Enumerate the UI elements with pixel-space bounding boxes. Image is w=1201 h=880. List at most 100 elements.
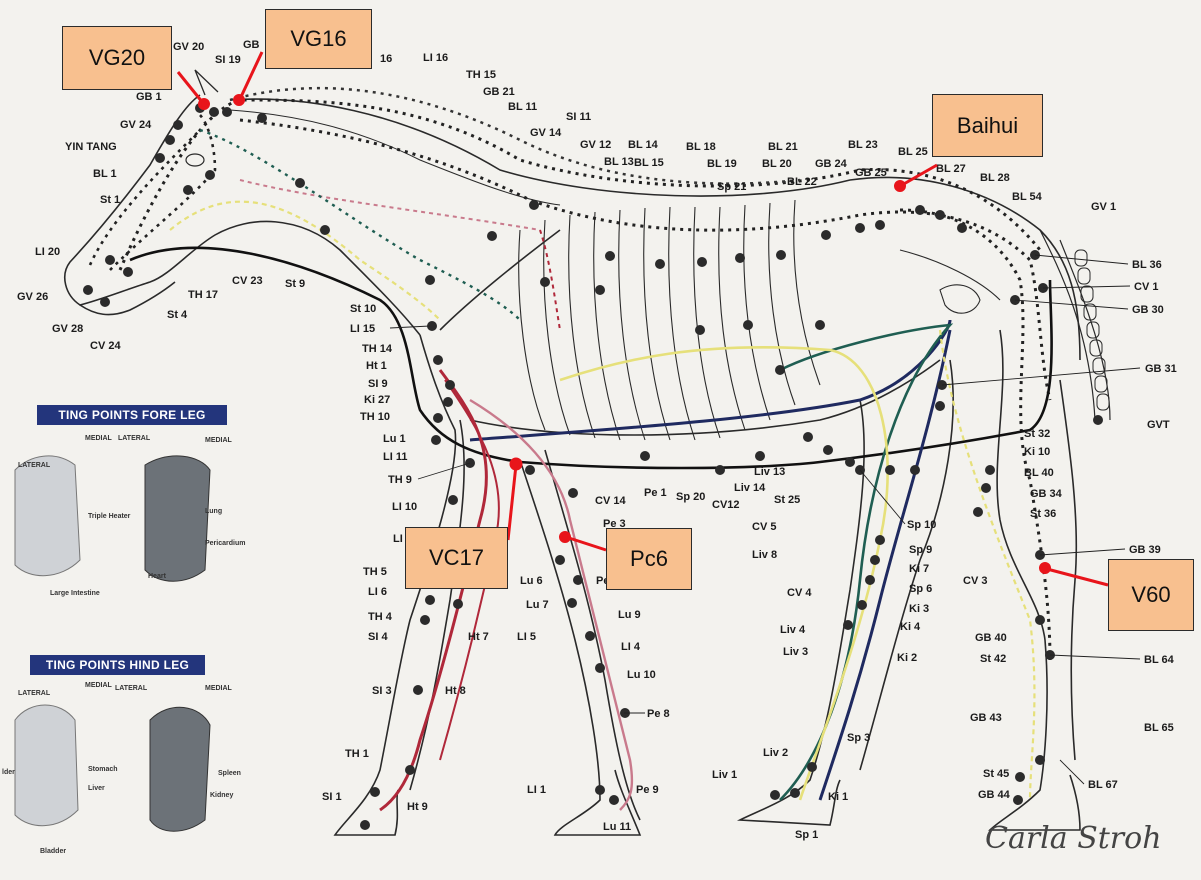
label-sp21: Sp 21 [717,181,746,193]
label-bl22: BL 22 [787,176,817,188]
callout-v60: V60 [1108,559,1194,631]
label-gb43: GB 43 [970,712,1002,724]
label-gv14: GV 14 [530,127,562,139]
label-ht7: Ht 7 [468,631,489,643]
label-si11: SI 11 [566,111,591,123]
label-pe8: Pe 8 [647,708,670,720]
fore-triple-heater-label: Triple Heater [88,513,131,520]
label-liv2: Liv 2 [763,747,788,759]
label-si1: SI 1 [322,791,342,803]
label-th10: TH 10 [360,411,390,423]
label-gb44: GB 44 [978,789,1011,801]
ting-fore-title: TING POINTS FORE LEG [37,405,227,425]
label-ht9: Ht 9 [407,801,428,813]
label-bl54: BL 54 [1012,191,1043,203]
label-sp1: Sp 1 [795,829,818,841]
label-gb39: GB 39 [1129,544,1161,556]
label-ht1: Ht 1 [366,360,387,372]
hind-stomach-label: Stomach [88,766,118,773]
callout-vc17: VC17 [405,527,508,589]
label-ki27: Ki 27 [364,394,390,406]
label-li6: LI 6 [368,586,387,598]
label-st32: St 32 [1024,428,1050,440]
label-gvt: GVT [1147,419,1170,431]
label-sp9: Sp 9 [909,544,932,556]
label-sp20: Sp 20 [676,491,705,503]
label-li5: LI 5 [517,631,536,643]
label-cv14: CV 14 [595,495,626,507]
label-bl65: BL 65 [1144,722,1174,734]
hind-medial-left-label: MEDIAL [85,682,113,689]
label-16: 16 [380,53,392,65]
label-bl40: BL 40 [1024,467,1054,479]
callout-vg16: VG16 [265,9,372,69]
fore-medial-right-label: MEDIAL [205,437,233,444]
label-cv23: CV 23 [232,275,263,287]
label-yintang: YIN TANG [65,141,117,153]
label-gb25: GB 25 [855,167,887,179]
label-ki1: Ki 1 [828,791,848,803]
label-st4: St 4 [167,309,188,321]
label-gb1: GB 1 [136,91,162,103]
label-st36: St 36 [1030,508,1056,520]
artist-signature: Carla Stroh [985,821,1162,856]
label-ki4: Ki 4 [900,621,921,633]
label-lu11: Lu 11 [603,821,631,833]
label-bl28: BL 28 [980,172,1010,184]
label-bl11: BL 11 [508,101,537,113]
fore-large-intestine-label: Large Intestine [50,590,100,597]
label-cv4: CV 4 [787,587,812,599]
label-gv28: GV 28 [52,323,83,335]
label-gv1: GV 1 [1091,201,1116,213]
label-lu7: Lu 7 [526,599,549,611]
label-si3: SI 3 [372,685,392,697]
label-th4: TH 4 [368,611,393,623]
leader-lines [390,255,1140,784]
label-lu6: Lu 6 [520,575,543,587]
label-th15: TH 15 [466,69,496,81]
callout-baihui: Baihui [932,94,1043,157]
label-th17: TH 17 [188,289,218,301]
label-gb24: GB 24 [815,158,848,170]
label-sp10: Sp 10 [907,519,936,531]
label-st9: St 9 [285,278,305,290]
label-th5: TH 5 [363,566,387,578]
meridians [90,88,1052,810]
label-ht8: Ht 8 [445,685,466,697]
label-ki7: Ki 7 [909,563,929,575]
fore-lateral-label: LATERAL [18,462,51,469]
label-bl27: BL 27 [936,163,966,175]
label-bl13: BL 13 [604,156,634,168]
label-li11: LI 11 [383,451,407,463]
label-gb30: GB 30 [1132,304,1164,316]
label-st42: St 42 [980,653,1006,665]
label-st25: St 25 [774,494,800,506]
label-cv5: CV 5 [752,521,776,533]
label-si19: SI 19 [215,54,241,66]
label-gv24: GV 24 [120,119,152,131]
label-bl1: BL 1 [93,168,117,180]
hind-liver-label: Liver [88,785,105,792]
ting-hind-title: TING POINTS HIND LEG [30,655,205,675]
hind-lateral-left-label: LATERAL [18,690,51,697]
label-th1: TH 1 [345,748,369,760]
label-liv8: Liv 8 [752,549,777,561]
fore-lung-label: Lung [205,508,222,515]
label-bl21: BL 21 [768,141,798,153]
ting-fore-illustrations: LATERAL MEDIAL LATERAL MEDIAL Triple Hea… [15,435,245,597]
label-gb31: GB 31 [1145,363,1177,375]
label-ki2: Ki 2 [897,652,917,664]
label-bl25: BL 25 [898,146,928,158]
hind-lateral-right-label: LATERAL [115,685,148,692]
label-lu9: Lu 9 [618,609,641,621]
label-bl20: BL 20 [762,158,792,170]
callout-pc6: Pc6 [606,528,692,590]
hind-gallbladder-label: lder [2,769,15,776]
fore-medial-left-label: MEDIAL [85,435,113,442]
label-cv24: CV 24 [90,340,121,352]
fore-heart-label: Heart [148,573,167,580]
label-th14: TH 14 [362,343,393,355]
hind-bladder-label: Bladder [40,848,66,855]
ting-hind-illustrations: LATERAL MEDIAL LATERAL MEDIAL Stomach Li… [2,682,241,855]
